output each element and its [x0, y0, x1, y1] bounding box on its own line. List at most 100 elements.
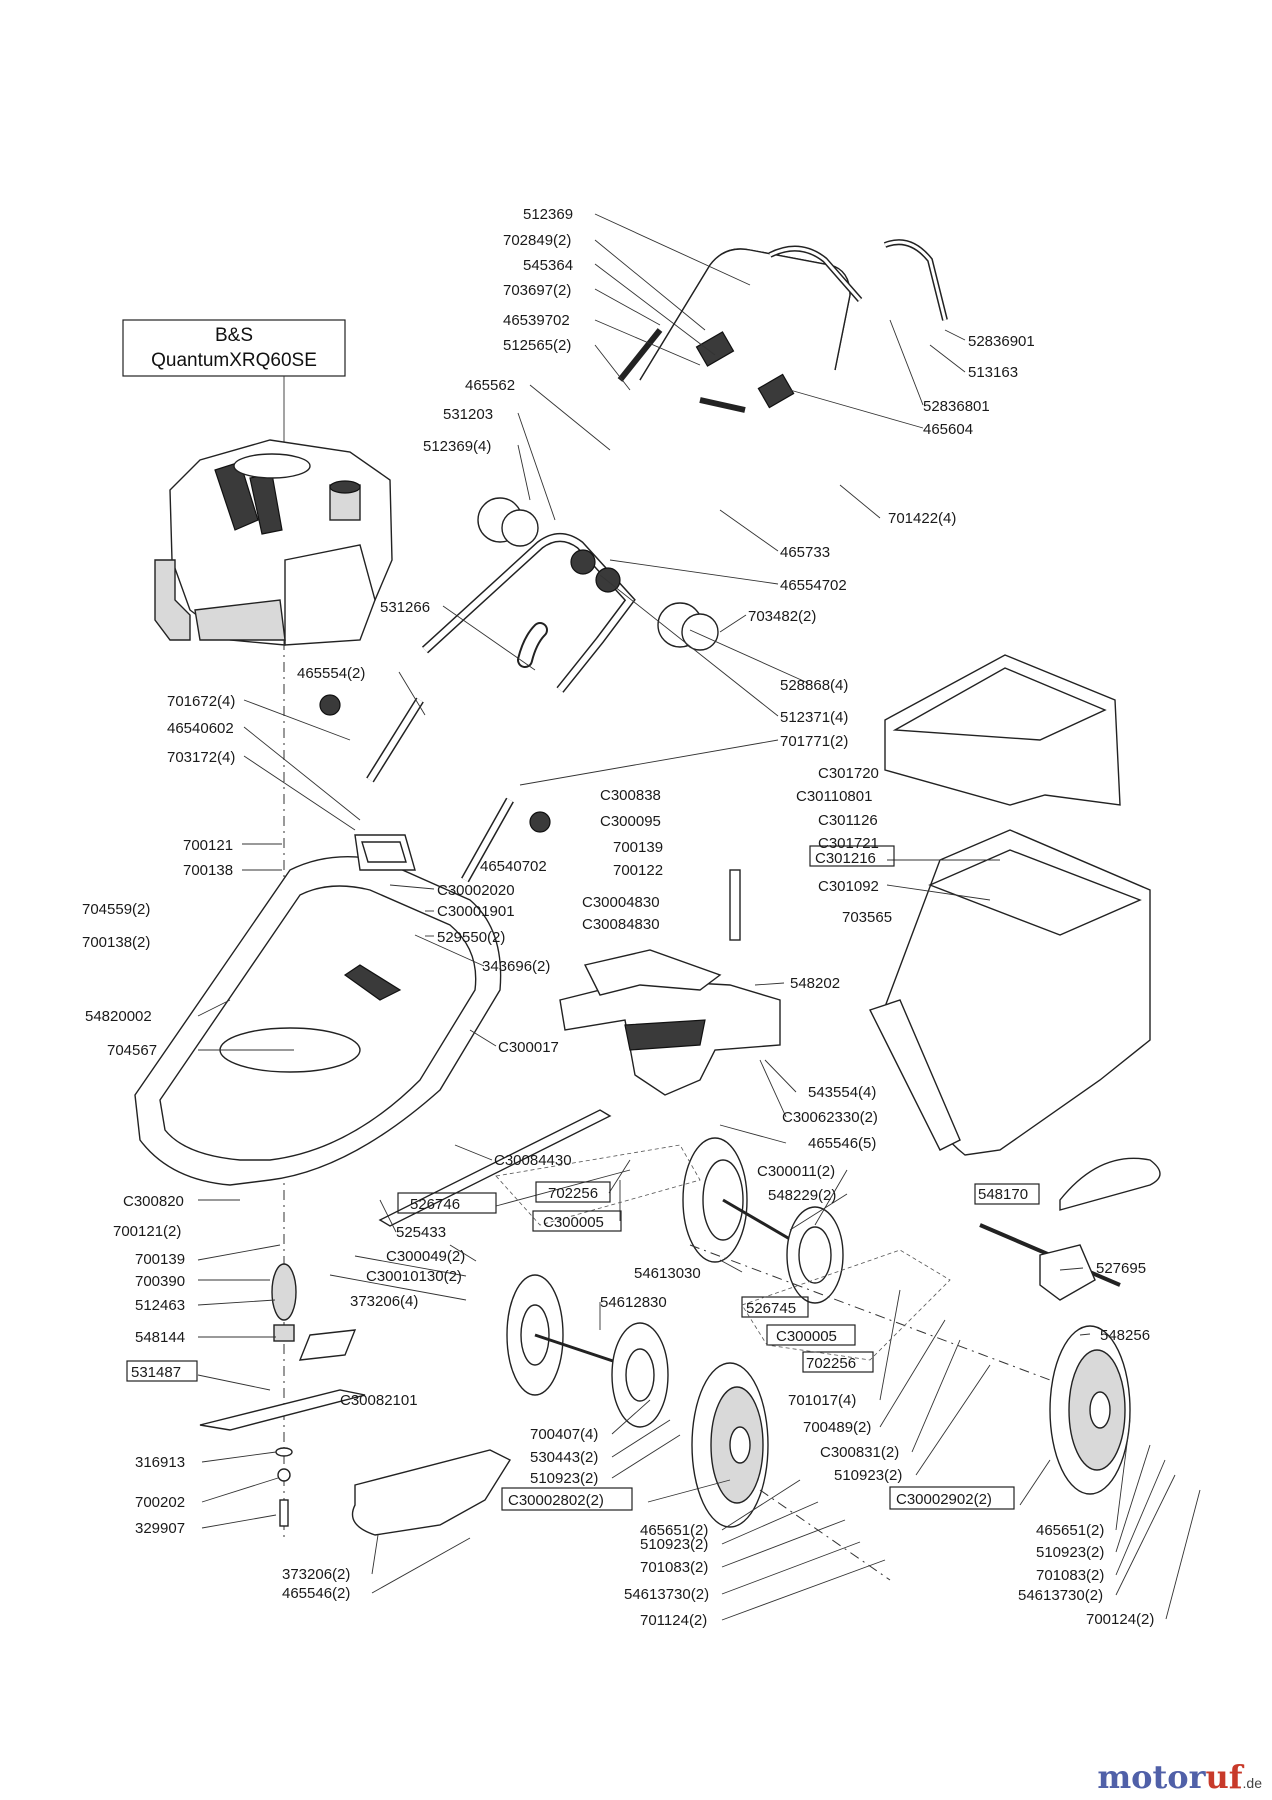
label-465651b: 465651(2): [1036, 1522, 1104, 1539]
label-510923c: 510923(2): [640, 1536, 708, 1553]
label-46540702: 46540702: [480, 858, 547, 875]
label-46539702: 46539702: [503, 312, 570, 329]
label-702849: 702849(2): [503, 232, 571, 249]
label-52836901: 52836901: [968, 333, 1035, 350]
label-C301216: C301216: [815, 850, 876, 867]
label-704559: 704559(2): [82, 901, 150, 918]
label-54612830: 54612830: [600, 1294, 667, 1311]
label-C30002802: C30002802(2): [508, 1492, 604, 1509]
label-465546-5: 465546(5): [808, 1135, 876, 1152]
label-C301092: C301092: [818, 878, 879, 895]
label-C300017: C300017: [498, 1039, 559, 1056]
label-C30001901: C30001901: [437, 903, 515, 920]
label-54613030: 54613030: [634, 1265, 701, 1282]
label-46554702: 46554702: [780, 577, 847, 594]
label-525433: 525433: [396, 1224, 446, 1241]
brand-suffix: .de: [1243, 1775, 1263, 1791]
label-545364: 545364: [523, 257, 573, 274]
label-704567: 704567: [107, 1042, 157, 1059]
label-C30004830: C30004830: [582, 894, 660, 911]
label-465554: 465554(2): [297, 665, 365, 682]
label-512369-4: 512369(4): [423, 438, 491, 455]
label-510923d: 510923(2): [1036, 1544, 1104, 1561]
label-700489: 700489(2): [803, 1419, 871, 1436]
lower-handle: [319, 497, 719, 883]
label-465733: 465733: [780, 544, 830, 561]
label-512463: 512463: [135, 1297, 185, 1314]
wheels: [506, 1137, 1131, 1528]
label-548170: 548170: [978, 1186, 1028, 1203]
label-512369: 512369: [523, 206, 573, 223]
label-C301126: C301126: [818, 812, 878, 829]
label-531203: 531203: [443, 406, 493, 423]
label-C300005a: C300005: [543, 1214, 604, 1231]
label-C300831: C300831(2): [820, 1444, 899, 1461]
label-700139b: 700139: [135, 1251, 185, 1268]
label-46540602: 46540602: [167, 720, 234, 737]
engine-title-box: B&S QuantumXRQ60SE: [122, 319, 346, 448]
engine-model: QuantumXRQ60SE: [151, 350, 317, 371]
label-531266: 531266: [380, 599, 430, 616]
label-701083b: 701083(2): [1036, 1567, 1104, 1584]
label-465651a: 465651(2): [640, 1522, 708, 1539]
label-465604: 465604: [923, 421, 973, 438]
label-C300011: C300011(2): [757, 1163, 835, 1180]
label-527695: 527695: [1096, 1260, 1146, 1277]
label-700390: 700390: [135, 1273, 185, 1290]
label-701771: 701771(2): [780, 733, 848, 750]
label-C30002902: C30002902(2): [896, 1491, 992, 1508]
brand-part2: uf: [1206, 1758, 1245, 1796]
label-C300049: C300049(2): [386, 1248, 465, 1265]
label-C300838: C300838: [600, 787, 661, 804]
label-700121: 700121: [183, 837, 233, 854]
label-701017: 701017(4): [788, 1392, 856, 1409]
label-531487: 531487: [131, 1364, 181, 1381]
label-700139a: 700139: [613, 839, 663, 856]
label-548229: 548229(2): [768, 1187, 836, 1204]
belt-and-drive: [979, 1157, 1161, 1301]
label-700407: 700407(4): [530, 1426, 598, 1443]
label-329907: 329907: [135, 1520, 185, 1537]
label-702256b: 702256: [806, 1355, 856, 1372]
label-703172: 703172(4): [167, 749, 235, 766]
label-C301721: C301721: [818, 835, 879, 852]
label-C30002020: C30002020: [437, 882, 515, 899]
label-316913: 316913: [135, 1454, 185, 1471]
label-526746: 526746: [410, 1196, 460, 1213]
label-702256a: 702256: [548, 1185, 598, 1202]
label-373206-4: 373206(4): [350, 1293, 418, 1310]
label-701422: 701422(4): [888, 510, 956, 527]
brand-part1: motor: [1097, 1758, 1206, 1796]
label-700202: 700202: [135, 1494, 185, 1511]
label-548202: 548202: [790, 975, 840, 992]
label-528868: 528868(4): [780, 677, 848, 694]
label-52836801: 52836801: [923, 398, 990, 415]
label-512565: 512565(2): [503, 337, 571, 354]
label-703697: 703697(2): [503, 282, 571, 299]
label-C30082101: C30082101: [340, 1392, 418, 1409]
upper-handle: [617, 239, 948, 413]
label-465546-2: 465546(2): [282, 1585, 350, 1602]
label-C300005b: C300005: [776, 1328, 837, 1345]
engine-drawing: [154, 439, 393, 646]
part-labels: 512369 702849(2) 545364 703697(2) 465397…: [82, 206, 1154, 1629]
label-513163: 513163: [968, 364, 1018, 381]
label-54613730b: 54613730(2): [1018, 1587, 1103, 1604]
label-C30010130: C30010130(2): [366, 1268, 462, 1285]
label-700121-2: 700121(2): [113, 1223, 181, 1240]
label-343696: 343696(2): [482, 958, 550, 975]
label-703482: 703482(2): [748, 608, 816, 625]
label-C30062330: C30062330(2): [782, 1109, 878, 1126]
label-700124: 700124(2): [1086, 1611, 1154, 1628]
label-54820002: 54820002: [85, 1008, 152, 1025]
label-C30084830: C30084830: [582, 916, 660, 933]
label-548256: 548256: [1100, 1327, 1150, 1344]
label-373206-2: 373206(2): [282, 1566, 350, 1583]
label-700122: 700122: [613, 862, 663, 879]
leader-lines: [197, 213, 1201, 1621]
label-701672: 701672(4): [167, 693, 235, 710]
label-C30110801: C30110801: [796, 788, 872, 805]
label-529550: 529550(2): [437, 929, 505, 946]
label-512371: 512371(4): [780, 709, 848, 726]
